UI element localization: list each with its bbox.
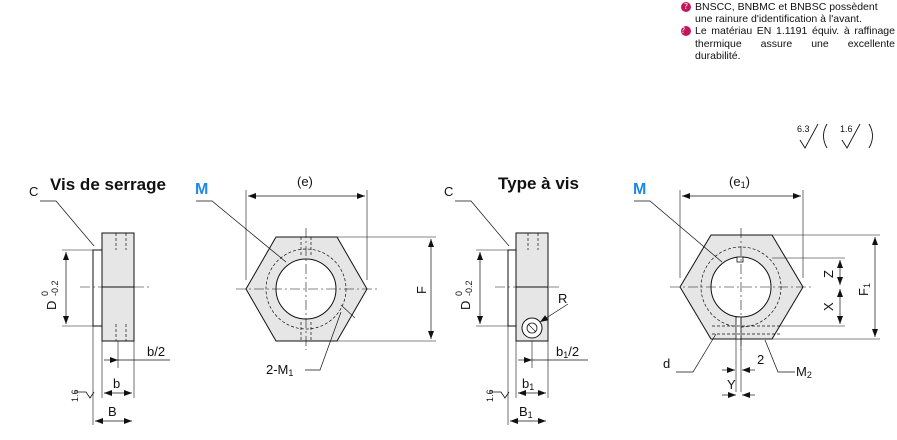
screw-half-width-label: b1/2 (556, 344, 579, 360)
screw-front-view (634, 190, 880, 398)
clamp-tolerance-upper: 0 (40, 291, 50, 296)
screw-type-title: Type à vis (498, 174, 579, 193)
clamp-tolerance-lower: -0.2 (50, 280, 60, 296)
screw-offset-label: Y (727, 377, 736, 392)
clamp-screw-label: 2-M1 (266, 362, 293, 378)
screw-marker-m: M (633, 181, 646, 198)
screw-across-flats-label: F1 (856, 283, 872, 296)
screw-thread-label: M2 (796, 364, 812, 380)
screw-side-view (455, 200, 588, 425)
clamp-across-flats-label: F (414, 286, 429, 294)
note-text: Le matériau EN 1.1191 équiv. à raffinage… (695, 25, 895, 62)
clamp-half-width-label: b/2 (147, 344, 165, 359)
note-material: ? Le matériau EN 1.1191 équiv. à raffina… (681, 25, 895, 62)
screw-gap-label: 2 (757, 352, 764, 367)
screw-radius-label: R (558, 291, 567, 306)
info-bullet-icon: ? (681, 25, 691, 36)
screw-side-roughness: 1.6 (485, 389, 495, 402)
screw-dim-x-label: X (821, 302, 836, 311)
note-identification-groove: ? BNSCC, BNBMC et BNBSC possèdent une ra… (681, 1, 895, 25)
clamp-marker-m: M (195, 181, 208, 198)
clamp-width-B-label: B (108, 404, 117, 419)
screw-chamfer-label: C (444, 184, 453, 199)
clamp-diameter-label: D (44, 301, 59, 310)
roughness-specific-label: 1.6 (840, 124, 853, 134)
screw-tolerance-lower: -0.2 (464, 280, 474, 296)
screw-dim-z-label: Z (821, 270, 836, 278)
clamp-type-title: Vis de serrage (50, 175, 166, 194)
clamp-side-view (40, 200, 170, 425)
clamp-across-corners-label: (e) (297, 174, 313, 189)
roughness-general-label: 6.3 (797, 124, 810, 134)
clamp-width-b-label: b (113, 376, 120, 391)
product-notes: ? BNSCC, BNBMC et BNBSC possèdent une ra… (681, 1, 895, 62)
surface-roughness-symbol (799, 123, 873, 149)
clamp-front-view (196, 190, 436, 371)
screw-diameter-label: D (458, 301, 473, 310)
screw-width-B-label: B1 (519, 404, 533, 420)
screw-tolerance-upper: 0 (454, 291, 464, 296)
note-text: BNSCC, BNBMC et BNBSC possèdent une rain… (695, 1, 878, 26)
screw-width-b-label: b1 (522, 376, 534, 392)
clamp-side-roughness: 1.6 (70, 389, 80, 402)
info-bullet-icon: ? (681, 1, 691, 12)
clamp-chamfer-label: C (29, 184, 38, 199)
screw-across-corners-label: (e1) (729, 174, 750, 190)
screw-slot-label: d (663, 356, 670, 371)
